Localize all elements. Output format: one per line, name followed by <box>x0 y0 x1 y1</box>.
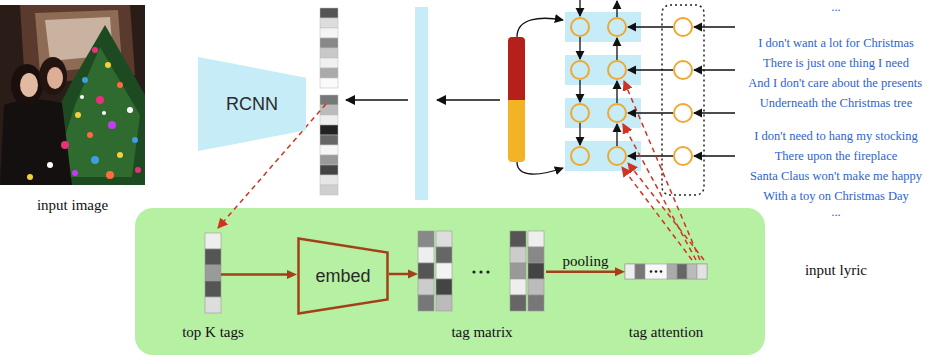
lyric-line: Underneath the Christmas tree <box>760 96 912 111</box>
connector <box>389 270 418 279</box>
node-caption: input image <box>37 197 108 214</box>
hidden-state-bar <box>508 37 525 103</box>
ellipsis: ... <box>831 0 840 15</box>
node-caption: tag matrix <box>451 324 512 341</box>
embed-trapezoid: embed <box>297 237 389 315</box>
ellipsis: ... <box>831 205 840 220</box>
input-image: input image <box>0 5 145 185</box>
tag-matrix-cells <box>418 231 544 311</box>
tag-attention-vector: tag attention <box>625 264 707 279</box>
edge-label: pooling <box>563 253 609 270</box>
connector <box>221 270 297 279</box>
tag-attention-cells <box>625 264 707 279</box>
tag-matrix: tag matrix <box>418 231 546 313</box>
tag-vector: top K tags <box>205 233 221 313</box>
node-label: embed <box>315 266 370 287</box>
rcnn-trapezoid: RCNN <box>198 57 306 151</box>
caption: input lyric <box>805 262 867 279</box>
trapezoid-outline <box>198 57 306 151</box>
arrowhead <box>408 270 418 279</box>
photo <box>0 5 145 185</box>
lyric-line: There is just one thing I need <box>763 56 909 71</box>
arrowhead <box>287 270 297 279</box>
connector-line <box>546 271 617 274</box>
feature-vector <box>320 8 338 195</box>
tag-panel <box>135 208 765 355</box>
connector-line <box>221 273 289 276</box>
trapezoid-outline <box>299 239 388 314</box>
node-label: RCNN <box>226 94 278 115</box>
hidden-state-bar <box>508 98 525 162</box>
node-caption: tag attention <box>629 324 704 341</box>
lyric-line: I don't need to hang my stocking <box>754 129 917 144</box>
arrowhead <box>615 267 625 276</box>
lyric-line: I don't want a lot for Christmas <box>758 36 914 51</box>
lyric-line: Santa Claus won't make me happy <box>750 169 922 184</box>
lstm-grid <box>517 0 735 195</box>
tag-vector-cells <box>205 233 221 313</box>
connector-line <box>389 273 410 276</box>
node-caption: top K tags <box>182 324 244 341</box>
lyric-line: And I don't care about the presents <box>748 76 922 91</box>
lyric-line: With a toy on Christmas Day <box>763 189 909 204</box>
fusion-bar <box>415 7 428 200</box>
lyric-line: There upon the fireplace <box>775 149 898 164</box>
